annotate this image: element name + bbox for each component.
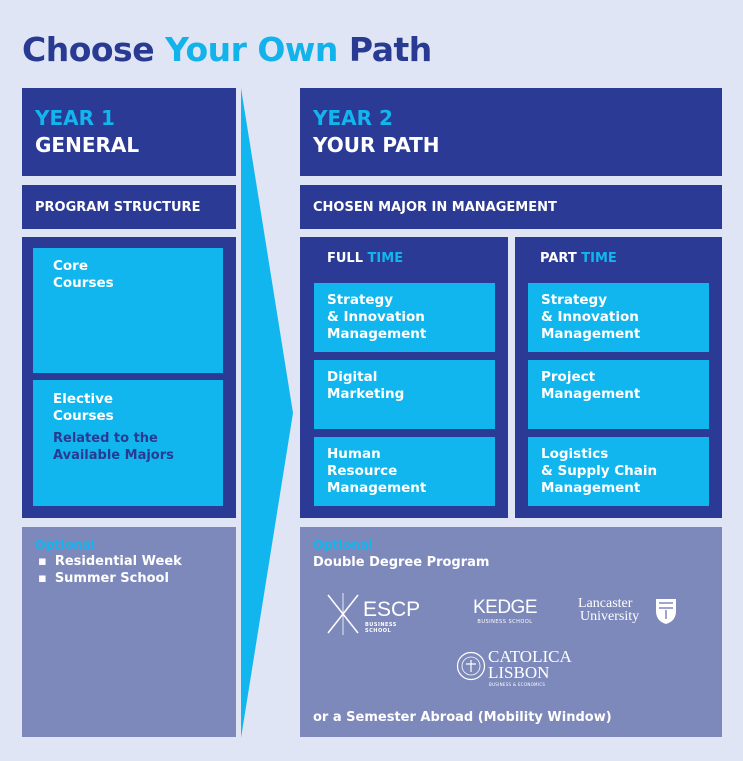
kedge-name: KEDGE [472,597,538,618]
elective-courses-box: Elective Courses Related to the Availabl… [33,380,223,506]
title-part-2: Your Own [165,30,338,69]
year2-optional-label: Optional [313,537,374,552]
core-courses-box: Core Courses [33,248,223,373]
optional-item-residential-week: Residential Week [38,553,236,570]
catolica-seal-icon [456,651,486,681]
catolica-logo: CATOLICA LISBON BUSINESS & ECONOMICS [456,648,572,690]
full-time-course-1: Strategy & Innovation Management [314,283,495,352]
year1-label: YEAR 1 [35,106,115,130]
title-part-3: Path [348,30,432,69]
lancaster-shield-icon [656,599,676,624]
catolica-sub: BUSINESS & ECONOMICS [489,682,546,687]
lancaster-line1: Lancaster [578,596,633,611]
full-time-course-3: Human Resource Management [314,437,495,506]
escp-logo: ESCP BUSINESS SCHOOL [324,591,424,637]
year1-name: GENERAL [35,133,140,157]
part-time-course-1: Strategy & Innovation Management [528,283,709,352]
year1-optional-list: Residential Week Summer School [38,553,236,587]
escp-name: ESCP [363,598,421,621]
part-time-heading: PART TIME [540,251,617,266]
course-label: Project Management [541,369,641,402]
escp-sub: BUSINESS SCHOOL [365,622,397,634]
arrow-chevron [241,88,293,738]
kedge-sub: BUSINESS SCHOOL [477,619,533,625]
full-time-course-2: Digital Marketing [314,360,495,429]
elective-courses-label: Elective Courses [53,391,114,424]
year2-header: YEAR 2 YOUR PATH [300,88,722,176]
full-time-suffix: TIME [367,251,404,266]
part-time-course-3: Logistics & Supply Chain Management [528,437,709,506]
year2-label: YEAR 2 [313,106,393,130]
year1-header: YEAR 1 GENERAL [22,88,236,176]
double-degree-label: Double Degree Program [313,555,490,570]
chosen-major-label: CHOSEN MAJOR IN MANAGEMENT [313,199,557,215]
catolica-line1: CATOLICA [488,647,572,666]
part-time-prefix: PART [540,251,577,266]
escp-star-icon [327,593,359,635]
full-time-prefix: FULL [327,251,364,266]
year2-section-bar: CHOSEN MAJOR IN MANAGEMENT [300,185,722,229]
page-title: Choose Your Own Path [22,30,432,69]
year2-name: YOUR PATH [313,133,440,157]
semester-abroad-label: or a Semester Abroad (Mobility Window) [313,710,612,725]
catolica-line2: LISBON [488,663,550,682]
year1-optional-panel: Optional Residential Week Summer School [22,527,236,737]
course-label: Strategy & Innovation Management [541,292,641,342]
full-time-heading: FULL TIME [327,251,403,266]
course-label: Digital Marketing [327,369,405,402]
part-time-suffix: TIME [581,251,617,266]
course-label: Logistics & Supply Chain Management [541,446,658,496]
core-courses-label: Core Courses [53,258,114,291]
program-structure-label: PROGRAM STRUCTURE [35,199,201,215]
lancaster-line2: University [580,609,640,624]
optional-item-summer-school: Summer School [38,570,236,587]
lancaster-logo: Lancaster University [578,597,682,631]
course-label: Human Resource Management [327,446,427,496]
year1-optional-label: Optional [35,537,96,552]
year2-optional-panel: Optional Double Degree Program ESCP BUSI… [300,527,722,737]
title-part-1: Choose [22,30,155,69]
part-time-course-2: Project Management [528,360,709,429]
course-label: Strategy & Innovation Management [327,292,427,342]
elective-note: Related to the Available Majors [53,431,174,463]
kedge-logo: KEDGE BUSINESS SCHOOL [466,597,544,627]
year1-section-bar: PROGRAM STRUCTURE [22,185,236,229]
